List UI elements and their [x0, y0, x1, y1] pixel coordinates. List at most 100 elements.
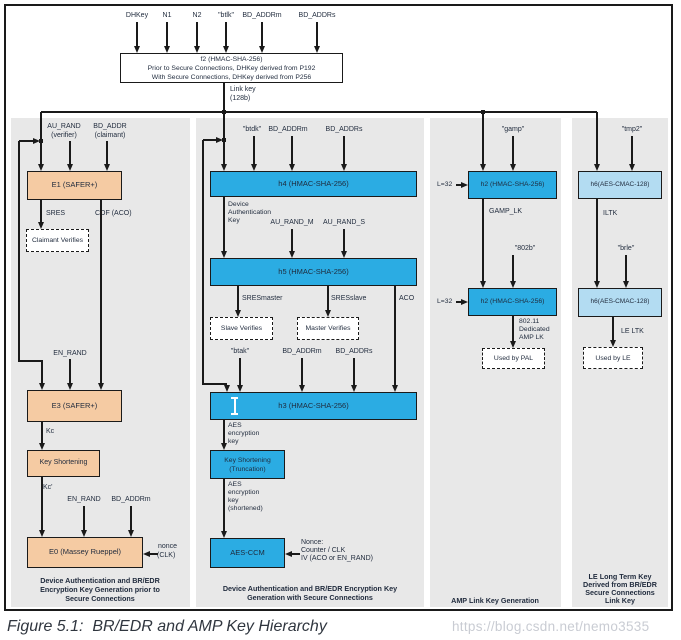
amp-lk-label-line: Dedicated [519, 326, 550, 333]
le-ltk-label: LE LTK [621, 328, 644, 335]
connector-line [202, 383, 227, 385]
arrowhead [221, 164, 227, 171]
e1-box: E1 (SAFER+) [27, 171, 122, 200]
h6-box-1: h6(AES-CMAC-128) [578, 171, 662, 199]
junction-dot [39, 139, 43, 143]
h3-box: h3 (HMAC-SHA-256) [210, 392, 417, 420]
dak-label-line: Authentication [228, 209, 272, 216]
arrowhead [104, 164, 110, 171]
ks-label-line: (Truncation) [229, 465, 266, 473]
slave-verifies-label: Slave Verifies [220, 325, 263, 332]
arrowhead [221, 443, 227, 450]
l32-label-1: L=32 [437, 181, 453, 188]
arrowhead [289, 164, 295, 171]
connector-line [196, 22, 198, 46]
connector-line [596, 112, 598, 164]
connector-line [261, 22, 263, 46]
arrowhead [289, 251, 295, 258]
arrowhead [314, 46, 320, 53]
aco-label: ACO [399, 295, 415, 302]
arrowhead [221, 251, 227, 258]
p2-bd-addrm2-label: BD_ADDRm [282, 348, 322, 355]
label-802b: "802b" [514, 245, 536, 252]
claimant-verifies-box: Claimant Verifies [26, 229, 89, 252]
f2-note-1: Prior to Secure Connections, DHKey deriv… [147, 64, 316, 72]
used-by-le-label: Used by LE [595, 354, 631, 362]
sres-label: SRES [46, 210, 66, 217]
input-label-btlk: "btlk" [218, 12, 234, 19]
arrowhead [251, 164, 257, 171]
arrowhead [38, 164, 44, 171]
connector-line [100, 200, 102, 383]
p1-claimant-label: (claimant) [94, 132, 126, 139]
aes-ccm-label: AES-CCM [230, 547, 265, 557]
arrowhead [259, 46, 265, 53]
connector-line [237, 286, 239, 310]
h4-label: h4 (HMAC-SHA-256) [278, 178, 349, 188]
kc-label: Kc [46, 428, 55, 435]
connector-line [223, 197, 225, 251]
f2-note-2: With Secure Connections, DHKey derived f… [151, 73, 312, 81]
h6-label: h6(AES-CMAC-128) [590, 298, 650, 306]
p2-bd-addrm-label: BD_ADDRm [268, 126, 308, 133]
aes-key-label-line: AES [228, 422, 242, 429]
p3-caption-line: AMP Link Key Generation [451, 596, 539, 605]
connector-line [239, 358, 241, 385]
arrowhead [235, 310, 241, 317]
p1-caption-line: Secure Connections [65, 594, 135, 603]
ccm-nonce-label-line: IV (ACO or EN_RAND) [301, 555, 373, 562]
connector-line [83, 506, 85, 530]
connector-line [394, 286, 396, 385]
arrowhead [510, 281, 516, 288]
p2-bd-addrs2-label: BD_ADDRs [335, 348, 373, 355]
connector-line [41, 360, 43, 383]
connector-line [41, 422, 43, 443]
arrowhead [224, 385, 230, 392]
ccm-nonce-label-line: Counter / CLK [301, 547, 346, 554]
h4-box: h4 (HMAC-SHA-256) [210, 171, 417, 197]
arrowhead [610, 340, 616, 347]
connector-line [223, 479, 225, 531]
arrowhead [480, 164, 486, 171]
connector-line [225, 22, 227, 46]
arrowhead [510, 164, 516, 171]
p1-caption-line: Device Authentication and BR/EDR [40, 576, 160, 585]
claimant-verifies-label: Claimant Verifies [32, 237, 83, 244]
arrowhead [194, 46, 200, 53]
input-label-n1: N1 [162, 12, 172, 19]
connector-line [301, 358, 303, 385]
dak-label-line: Device [228, 201, 249, 208]
used-by-le-box: Used by LE [583, 347, 643, 369]
arrowhead [39, 383, 45, 390]
input-label-bd-addrs: BD_ADDRs [298, 12, 336, 19]
arrowhead [594, 281, 600, 288]
connector-line [69, 359, 71, 383]
used-by-pal-label: Used by PAL [493, 355, 534, 362]
junction-dot [222, 138, 226, 142]
e0-box: E0 (Massey Rueppel) [27, 537, 143, 568]
p1-bd-addr-label: BD_ADDR [93, 123, 127, 130]
arrowhead [480, 281, 486, 288]
connector-line [18, 141, 20, 361]
h5-box: h5 (HMAC-SHA-256) [210, 258, 417, 286]
l32-label-2: L=32 [437, 298, 453, 305]
connector-line [612, 317, 614, 341]
p2-btak-label: "btak" [230, 348, 250, 355]
connector-line [343, 229, 345, 251]
tmp2-label: "tmp2" [621, 126, 643, 133]
used-by-pal-box: Used by PAL [482, 348, 545, 369]
p1-au-rand-label: AU_RAND [47, 123, 81, 130]
p2-caption-line: Generation with Secure Connections [247, 593, 373, 602]
connector-line [512, 255, 514, 282]
arrowhead [67, 164, 73, 171]
connector-line [136, 22, 138, 46]
brle-label: "brle" [617, 245, 635, 252]
connector-line [41, 477, 43, 530]
ks-label-line: Key Shortening [224, 456, 271, 464]
figure-border [4, 4, 673, 611]
key-shortening-label: Key Shortening [39, 459, 88, 467]
arrowhead [39, 530, 45, 537]
arrowhead [461, 299, 468, 305]
sres-slave-label: SRESslave [331, 295, 367, 302]
